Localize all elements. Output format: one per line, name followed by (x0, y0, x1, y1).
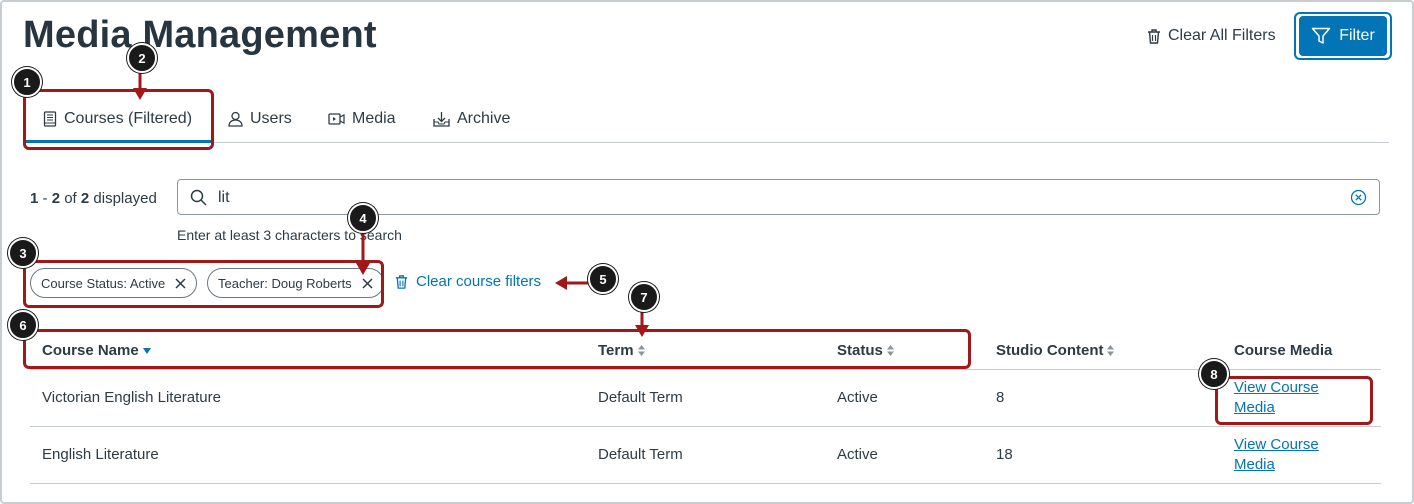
close-icon[interactable] (175, 277, 186, 289)
archive-icon (433, 112, 450, 127)
studio-content-cell: 8 (996, 389, 1005, 406)
studio-content-cell: 18 (996, 446, 1013, 463)
tab-media[interactable]: Media (328, 110, 396, 128)
callout-6: 6 (8, 310, 38, 340)
active-tab-indicator (25, 140, 211, 143)
table-header-divider (30, 369, 1381, 370)
media-icon (328, 113, 345, 125)
funnel-icon (1311, 27, 1331, 44)
tab-users-label: Users (250, 110, 292, 127)
search-hint: Enter at least 3 characters to search (177, 227, 402, 243)
tab-archive[interactable]: Archive (433, 110, 510, 128)
sort-down-icon (142, 347, 151, 354)
callout-2: 2 (127, 43, 157, 73)
clear-all-filters-label: Clear All Filters (1168, 27, 1276, 44)
term-cell: Default Term (598, 446, 683, 463)
filter-pill-course-status[interactable]: Course Status: Active (30, 268, 198, 298)
tab-courses-label: Courses (Filtered) (64, 110, 193, 127)
tab-archive-label: Archive (457, 110, 511, 127)
tab-list: Courses (Filtered) Users Media Archive (23, 100, 1389, 143)
callout-1: 1 (12, 67, 42, 97)
status-cell: Active (837, 446, 878, 463)
column-header-course-media: Course Media (1234, 342, 1333, 359)
callout-4: 4 (348, 203, 378, 233)
course-name-cell: English Literature (42, 446, 159, 463)
results-count: 1 - 2 of 2 displayed (30, 190, 157, 207)
close-icon[interactable] (362, 277, 373, 289)
page-title: Media Management (23, 14, 377, 56)
sort-icon (1107, 345, 1115, 356)
clear-all-filters-button[interactable]: Clear All Filters (1146, 27, 1276, 45)
callout-7: 7 (629, 282, 659, 312)
tab-courses[interactable]: Courses (Filtered) (43, 110, 192, 128)
term-cell: Default Term (598, 389, 683, 406)
user-icon (228, 111, 243, 127)
tab-media-label: Media (352, 110, 396, 127)
course-name-cell: Victorian English Literature (42, 389, 221, 406)
trash-icon (395, 274, 408, 289)
callout-5: 5 (588, 264, 618, 294)
search-icon (190, 189, 207, 206)
filter-button-label: Filter (1339, 27, 1375, 44)
column-header-course-name[interactable]: Course Name (42, 342, 151, 359)
trash-icon (1148, 28, 1160, 44)
clear-course-filters-label: Clear course filters (416, 273, 542, 290)
callout-8: 8 (1199, 359, 1229, 389)
filter-focus-ring (1294, 12, 1392, 60)
filter-pill-teacher[interactable]: Teacher: Doug Roberts (207, 268, 384, 298)
status-cell: Active (837, 389, 878, 406)
filter-button[interactable]: Filter (1299, 16, 1387, 56)
sort-icon (886, 345, 894, 356)
clear-search-icon[interactable] (1350, 189, 1367, 206)
column-header-status[interactable]: Status (837, 342, 894, 359)
tab-users[interactable]: Users (228, 110, 292, 128)
book-icon (43, 111, 57, 127)
filter-pill-label: Teacher: Doug Roberts (218, 275, 352, 291)
sort-icon (637, 345, 645, 356)
table-bottom-divider (30, 483, 1381, 484)
search-value: lit (218, 189, 230, 206)
callout-3: 3 (8, 238, 38, 268)
column-header-term[interactable]: Term (598, 342, 645, 359)
column-header-studio-content[interactable]: Studio Content (996, 342, 1115, 359)
search-input[interactable]: lit (177, 179, 1380, 215)
table-row-divider (30, 426, 1381, 427)
filter-pill-label: Course Status: Active (41, 275, 166, 291)
clear-course-filters-button[interactable]: Clear course filters (394, 273, 541, 290)
